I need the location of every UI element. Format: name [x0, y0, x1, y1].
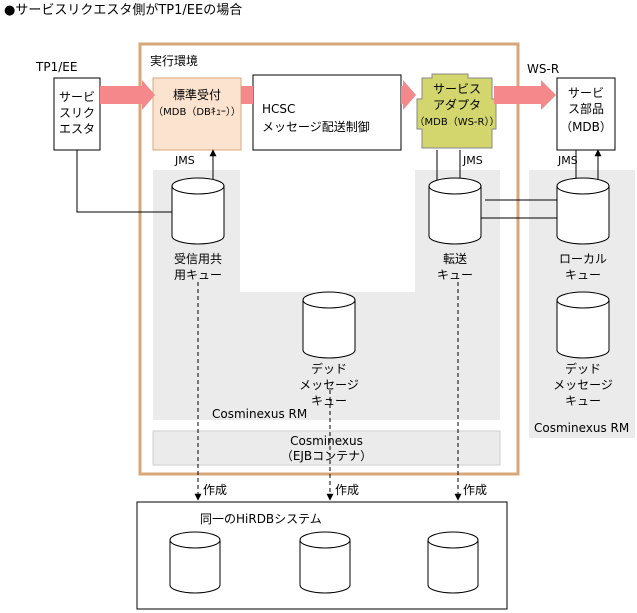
- wsr-label: WS-R: [527, 62, 560, 76]
- cosminexus-title: Cosminexus: [290, 434, 363, 448]
- wsr-box-line3: （MDB）: [560, 120, 612, 134]
- page-title: ●サービスリクエスタ側がTP1/EEの場合: [4, 3, 243, 18]
- hcsc-box: [252, 74, 402, 151]
- wsr-box: [556, 77, 616, 151]
- shared-queue-label-2: 用キュー: [173, 268, 222, 282]
- local-queue-label-2: キュー: [564, 268, 601, 282]
- create-arrows: [194, 282, 462, 501]
- tp1-box-line1: サービ: [58, 90, 95, 104]
- cosminexus-rm-label-right: Cosminexus RM: [534, 421, 630, 435]
- hirdb-cylinder-2: [299, 531, 351, 594]
- wsr-box-line1: サービ: [567, 86, 604, 100]
- create-label-2: 作成: [335, 483, 360, 497]
- wsr-box-line2: ス部品: [567, 102, 604, 116]
- ejb-container-area: [152, 430, 501, 466]
- transfer-queue-cylinder: [428, 177, 482, 245]
- tp1-box-line3: エスタ: [58, 122, 95, 136]
- hcsc-subtitle: メッセージ配送制御: [262, 120, 370, 134]
- exec-env-label: 実行環境: [150, 54, 199, 68]
- line-tp1-to-shared-queue: [76, 150, 187, 216]
- adapter-line1: サービス: [432, 82, 481, 96]
- tp1-box-line2: スリク: [58, 106, 95, 120]
- dead-queue-center-cylinder: [302, 291, 356, 359]
- adapter-line3: （MDB（WS-R））: [414, 117, 500, 128]
- dead-queue-right-cylinder: [556, 291, 610, 359]
- pink-arrow-tp1-to-std: [100, 80, 155, 110]
- adapter-line2: アダプタ: [432, 98, 481, 112]
- tp1-box: [53, 77, 101, 151]
- exec-env-border: [138, 42, 520, 476]
- pink-arrow-hcsc-to-adapter: [401, 80, 416, 110]
- cosminexus-rm-label-left: Cosminexus RM: [212, 407, 308, 421]
- dead-queue-center-label-3: キュー: [310, 394, 347, 408]
- pink-flow-arrows: [100, 80, 556, 110]
- standard-reception-title: 標準受付: [172, 88, 221, 102]
- transfer-queue-label-1: 転送: [442, 252, 467, 266]
- local-queue-label-1: ローカル: [558, 252, 607, 266]
- hcsc-title: HCSC: [262, 102, 296, 116]
- pink-arrow-adapter-to-wsr: [494, 80, 556, 110]
- dead-queue-right-label-1: デッド: [564, 362, 601, 376]
- hirdb-label: 同一のHiRDBシステム: [200, 512, 322, 526]
- tp1-label: TP1/EE: [36, 60, 78, 74]
- transfer-queue-label-2: キュー: [436, 268, 473, 282]
- dead-queue-right-label-3: キュー: [564, 394, 601, 408]
- create-label-3: 作成: [463, 483, 488, 497]
- hirdb-cylinder-1: [169, 531, 221, 594]
- dead-queue-right-label-2: メッセージ: [553, 378, 613, 392]
- cylinders: [169, 177, 610, 594]
- jms-label-wsr: JMS: [558, 154, 578, 167]
- local-queue-cylinder: [556, 177, 610, 245]
- create-label-1: 作成: [203, 483, 228, 497]
- hirdb-cylinder-3: [427, 531, 479, 594]
- shared-queue-label-1: 受信用共: [173, 252, 222, 266]
- standard-reception-box: [152, 77, 242, 151]
- adapter-shape: [416, 73, 497, 149]
- dead-queue-center-label-1: デッド: [310, 362, 347, 376]
- shared-queue-cylinder: [171, 177, 225, 245]
- standard-reception-sub: （MDB（DBｷｭｰ））: [153, 107, 241, 118]
- cosminexus-subtitle: （EJBコンテナ）: [280, 449, 373, 463]
- jms-label-std: JMS: [175, 154, 195, 167]
- dead-queue-center-label-2: メッセージ: [299, 378, 359, 392]
- jms-label-adapter: JMS: [463, 154, 483, 167]
